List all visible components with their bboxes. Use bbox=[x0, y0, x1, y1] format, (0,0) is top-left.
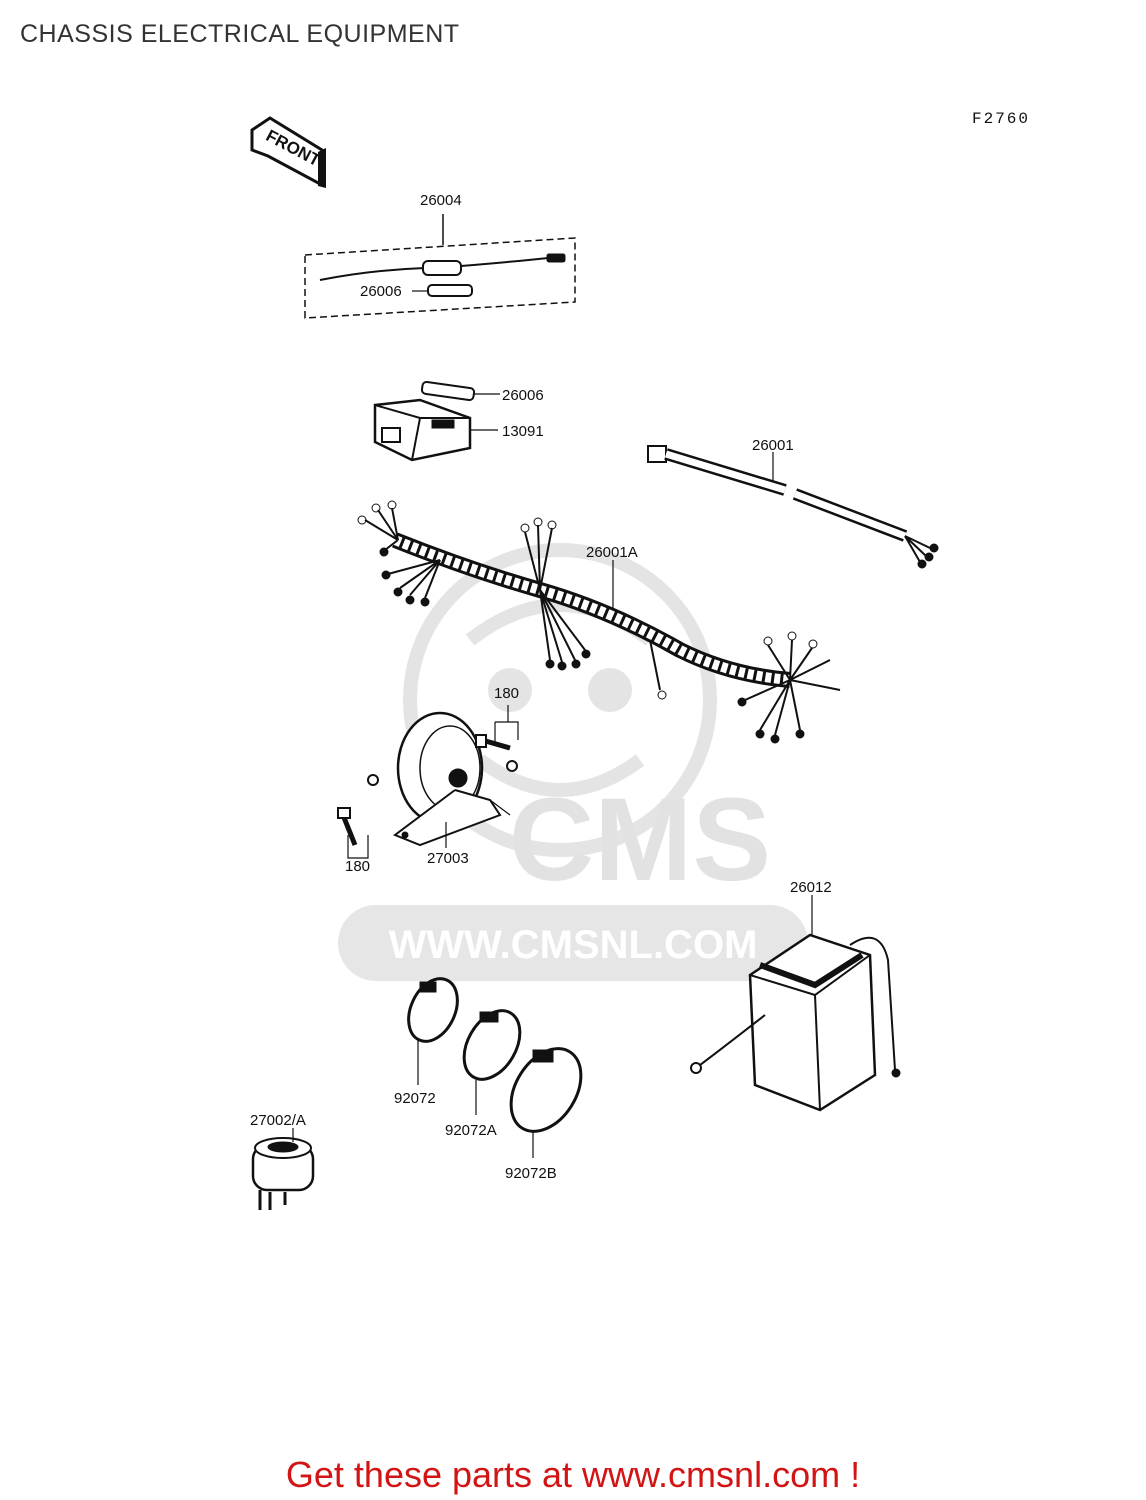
part-labels: 26004 26006 26006 13091 26001 26001A 180… bbox=[250, 192, 832, 1182]
part-label-180-upper: 180 bbox=[494, 685, 519, 702]
part-label-26006-b: 26006 bbox=[502, 387, 544, 404]
main-harness bbox=[357, 500, 841, 744]
watermark-url-band bbox=[338, 905, 808, 981]
watermark-url: WWW.CMSNL.COM bbox=[389, 923, 758, 967]
part-label-26004: 26004 bbox=[420, 192, 462, 209]
battery bbox=[690, 895, 901, 1112]
front-arrow: FRONT bbox=[250, 116, 326, 188]
part-label-92072b: 92072B bbox=[505, 1165, 557, 1182]
clamp-bands bbox=[407, 977, 583, 1158]
fuse-kit bbox=[304, 214, 576, 319]
part-label-180-lower: 180 bbox=[345, 858, 370, 875]
watermark-brand: CMS bbox=[509, 774, 771, 906]
part-label-27002a: 27002/A bbox=[250, 1112, 306, 1129]
figure-code: F2760 bbox=[972, 110, 1030, 128]
relay bbox=[251, 1128, 315, 1210]
part-label-92072: 92072 bbox=[394, 1090, 436, 1107]
part-label-92072a: 92072A bbox=[445, 1122, 497, 1139]
part-label-26006: 26006 bbox=[360, 283, 402, 300]
part-label-13091: 13091 bbox=[502, 423, 544, 440]
part-label-26012: 26012 bbox=[790, 879, 832, 896]
part-label-26001: 26001 bbox=[752, 437, 794, 454]
footer-cta-link[interactable]: Get these parts at www.cmsnl.com ! bbox=[285, 1454, 861, 1495]
fuse-holder bbox=[373, 380, 500, 462]
lead-wire bbox=[647, 445, 939, 569]
part-label-26001a: 26001A bbox=[586, 544, 638, 561]
horn-assembly bbox=[337, 705, 519, 859]
part-label-27003: 27003 bbox=[427, 850, 469, 867]
page-title: CHASSIS ELECTRICAL EQUIPMENT bbox=[20, 20, 460, 48]
